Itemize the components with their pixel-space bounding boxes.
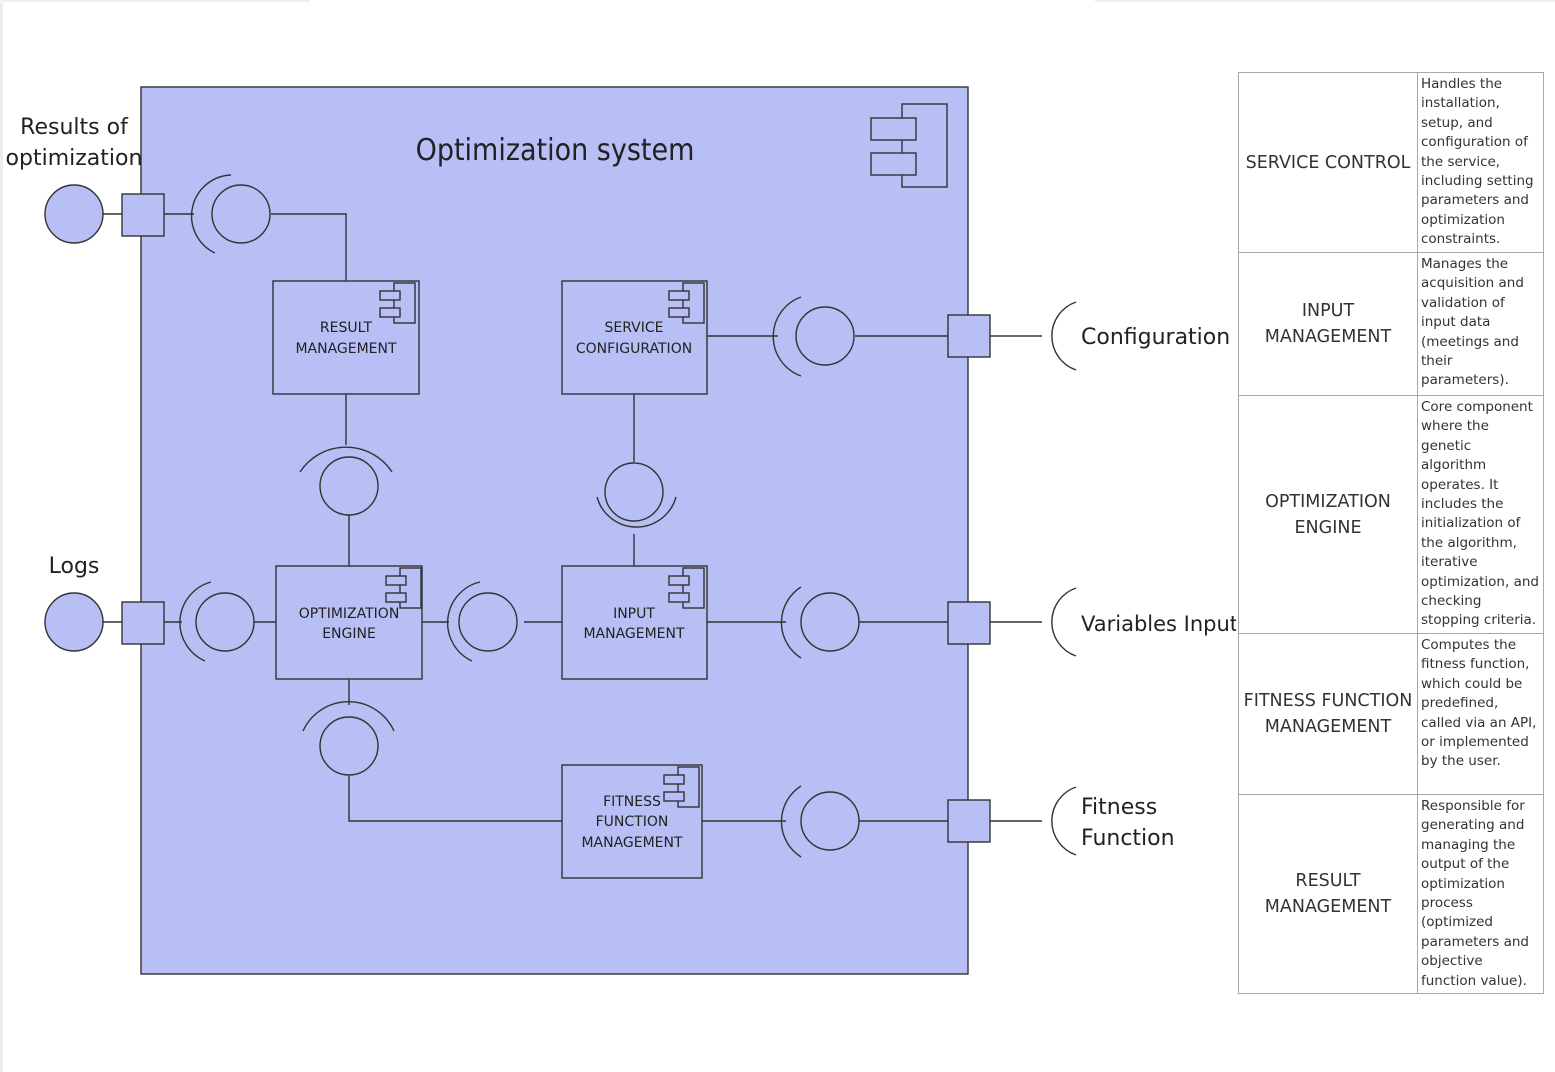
fitness-function-management-label: FUNCTION xyxy=(596,814,669,830)
variables-input-socket[interactable] xyxy=(1051,587,1077,657)
legend-component-name: SERVICE CONTROL xyxy=(1238,72,1418,253)
top-shadow xyxy=(1095,0,1555,3)
results-label: Results of xyxy=(20,115,129,140)
logs-port[interactable] xyxy=(121,601,165,645)
assembly-engine-input[interactable] xyxy=(446,581,518,662)
top-shadow xyxy=(0,0,310,3)
configuration-socket[interactable] xyxy=(1051,301,1077,371)
legend-component-name: FITNESS FUNCTION MANAGEMENT xyxy=(1238,633,1418,795)
configuration-label: Configuration xyxy=(1081,325,1230,350)
assembly-configuration[interactable] xyxy=(772,296,855,377)
assembly-service-input[interactable] xyxy=(596,462,677,528)
assembly-variables-input[interactable] xyxy=(780,586,860,659)
optimization-engine-label: OPTIMIZATION xyxy=(299,606,400,622)
connector-lines xyxy=(103,213,1042,822)
assembly-engine-fitness[interactable] xyxy=(302,701,395,776)
legend-row: RESULT MANAGEMENT Responsible for genera… xyxy=(1238,793,1544,995)
logs-interface[interactable] xyxy=(44,592,104,652)
fitness-function-management-label: FITNESS xyxy=(603,794,661,810)
service-configuration-label: CONFIGURATION xyxy=(576,341,692,357)
input-management-label: MANAGEMENT xyxy=(583,626,685,642)
legend-component-name: RESULT MANAGEMENT xyxy=(1238,793,1418,995)
assembly-fitness-function[interactable] xyxy=(780,785,860,858)
legend-component-name: OPTIMIZATION ENGINE xyxy=(1238,395,1418,634)
service-configuration-label: SERVICE xyxy=(604,320,663,336)
fitness-function-label: Fitness xyxy=(1081,795,1157,820)
legend-row: OPTIMIZATION ENGINE Core component where… xyxy=(1238,395,1544,634)
legend-row: FITNESS FUNCTION MANAGEMENT Computes the… xyxy=(1238,633,1544,795)
optimization-engine-label: ENGINE xyxy=(322,626,376,642)
system-title: Optimization system xyxy=(416,133,695,168)
configuration-port[interactable] xyxy=(947,314,991,358)
fitness-function-management-component[interactable] xyxy=(561,764,703,879)
legend-component-description: Manages the acquisition and validation o… xyxy=(1417,252,1544,396)
component-icon xyxy=(668,567,705,609)
legend-row: SERVICE CONTROL Handles the installation… xyxy=(1238,72,1544,253)
legend-component-description: Responsible for generating and managing … xyxy=(1417,793,1544,995)
variables-input-label: Variables Input xyxy=(1081,612,1236,636)
optimization-engine-component[interactable] xyxy=(275,565,423,680)
fitness-function-management-label: MANAGEMENT xyxy=(581,835,683,851)
component-icon xyxy=(668,282,705,324)
legend-component-description: Computes the fitness function, which cou… xyxy=(1417,633,1544,795)
legend-component-description: Handles the installation, setup, and con… xyxy=(1417,72,1544,253)
result-management-label: MANAGEMENT xyxy=(295,341,397,357)
fitness-function-port[interactable] xyxy=(947,799,991,843)
legend-row: INPUT MANAGEMENT Manages the acquisition… xyxy=(1238,252,1544,396)
component-legend-table: SERVICE CONTROL Handles the installation… xyxy=(1238,72,1544,995)
assembly-result-engine[interactable] xyxy=(299,446,393,516)
variables-input-port[interactable] xyxy=(947,601,991,645)
results-label: optimization xyxy=(6,146,143,171)
assembly-logs[interactable] xyxy=(179,581,255,662)
logs-label: Logs xyxy=(49,554,100,579)
result-management-label: RESULT xyxy=(320,320,373,336)
results-port[interactable] xyxy=(121,193,165,237)
component-icon xyxy=(663,766,700,808)
system-component-icon xyxy=(870,103,948,188)
fitness-function-socket[interactable] xyxy=(1051,786,1077,856)
input-management-label: INPUT xyxy=(613,606,655,622)
input-management-component[interactable] xyxy=(561,565,708,680)
fitness-function-label: Function xyxy=(1081,826,1175,851)
component-icon xyxy=(379,282,416,324)
service-configuration-component[interactable] xyxy=(561,280,708,395)
result-management-component[interactable] xyxy=(272,280,420,395)
results-interface[interactable] xyxy=(44,184,104,244)
legend-component-name: INPUT MANAGEMENT xyxy=(1238,252,1418,396)
component-icon xyxy=(385,567,422,609)
component-diagram: Optimization system RESULT MANAGEMENT SE… xyxy=(6,86,1236,975)
page-edge xyxy=(0,0,3,1072)
assembly-results[interactable] xyxy=(190,174,271,254)
legend-component-description: Core component where the genetic algorit… xyxy=(1417,395,1544,634)
